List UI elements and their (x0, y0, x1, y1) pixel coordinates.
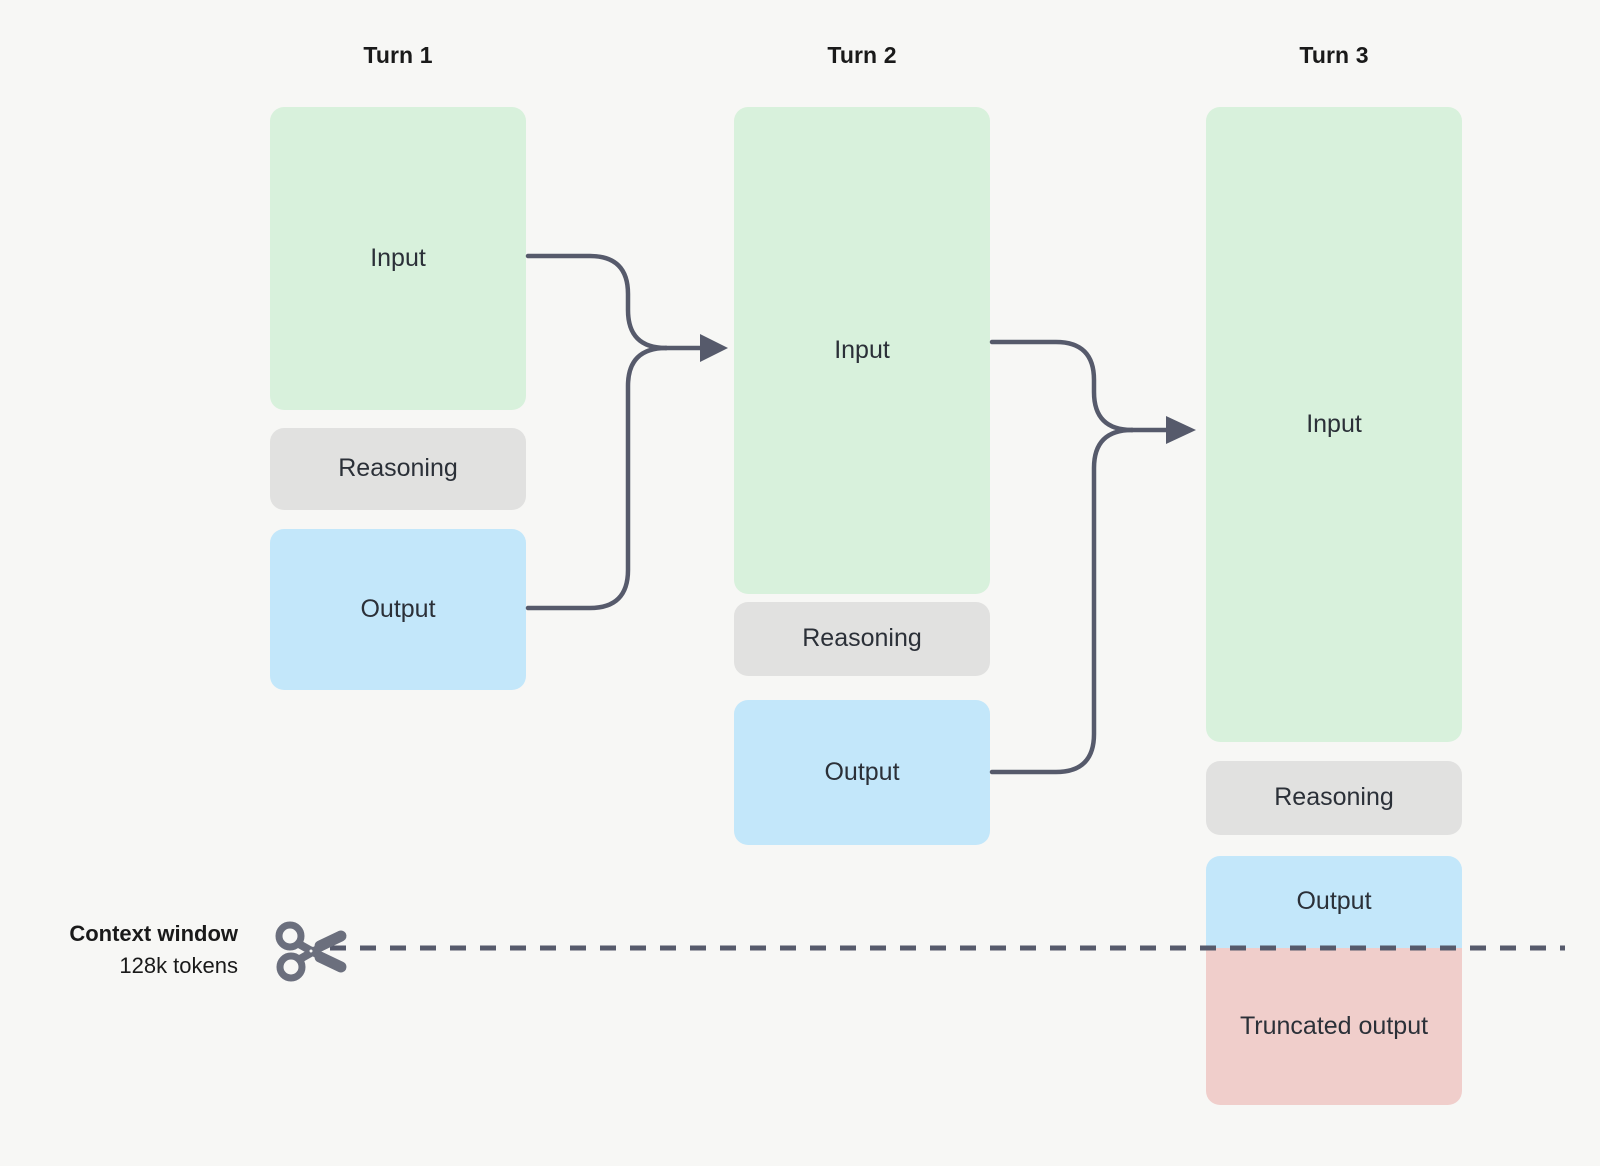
arrowhead-turn3 (1166, 416, 1196, 444)
context-window-subtitle: 128k tokens (119, 952, 238, 978)
arrowhead-turn2 (700, 334, 728, 362)
scissors-icon (275, 921, 347, 982)
connector-turn1-to-turn2 (525, 253, 709, 611)
turn-1-input-block: Input (270, 107, 526, 410)
turn-3-output-block: Output (1206, 856, 1462, 948)
turn-3-label: Turn 3 (1299, 42, 1369, 68)
context-window-title: Context window (69, 921, 238, 946)
turn-1-label: Turn 1 (363, 42, 433, 68)
turn-3-truncated-output-block: Truncated output (1206, 948, 1462, 1105)
turn-2-input-block: Input (734, 107, 990, 594)
turn-2-reasoning-block: Reasoning (734, 602, 990, 676)
turn-1-reasoning-block: Reasoning (270, 428, 526, 510)
turn-2-output-block: Output (734, 700, 990, 845)
turn-1-output-block: Output (270, 529, 526, 690)
turn-3-reasoning-block: Reasoning (1206, 761, 1462, 835)
context-window-caption: Context window 128k tokens (0, 918, 238, 982)
turn-2-label: Turn 2 (827, 42, 897, 68)
turn-3-input-block: Input (1206, 107, 1462, 742)
connector-turn2-to-turn3 (989, 339, 1175, 775)
